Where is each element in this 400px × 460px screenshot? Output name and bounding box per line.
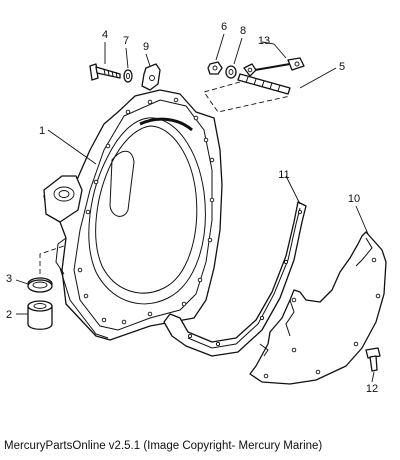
callout-13: 13	[258, 35, 270, 47]
washer-part-8[interactable]	[225, 65, 237, 79]
washer-part-7[interactable]	[123, 69, 133, 83]
nut-part-6[interactable]	[207, 61, 223, 75]
seal-ring-part-3[interactable]	[27, 277, 53, 293]
assembly-line-seal	[39, 245, 65, 274]
callout-2: 2	[6, 309, 12, 321]
screw-part-12[interactable]	[365, 347, 381, 372]
callout-3: 3	[6, 273, 12, 285]
callout-1: 1	[39, 125, 45, 137]
bracket-part-9[interactable]	[141, 63, 161, 91]
stud-part-5[interactable]	[237, 73, 291, 95]
callout-5: 5	[339, 61, 345, 73]
copyright-caption: MercuryPartsOnline v2.5.1 (Image Copyrig…	[4, 440, 323, 452]
cover-plate-part-10[interactable]	[249, 231, 387, 385]
callout-8: 8	[240, 25, 246, 37]
callout-4: 4	[102, 29, 108, 41]
leader-lines	[15, 33, 375, 383]
callout-9: 9	[143, 41, 149, 53]
callout-6: 6	[221, 21, 227, 33]
assembly-line-stud	[203, 81, 291, 113]
bushing-part-2[interactable]	[27, 300, 53, 330]
flywheel-housing[interactable]	[43, 89, 223, 341]
callout-7: 7	[123, 35, 129, 47]
callout-10: 10	[348, 193, 360, 205]
gasket-part-11[interactable]	[163, 201, 307, 357]
bolt-part-4[interactable]	[89, 63, 121, 81]
callout-11: 11	[278, 169, 289, 181]
ground-cable-part-13[interactable]	[243, 57, 305, 77]
callout-12: 12	[366, 383, 378, 395]
